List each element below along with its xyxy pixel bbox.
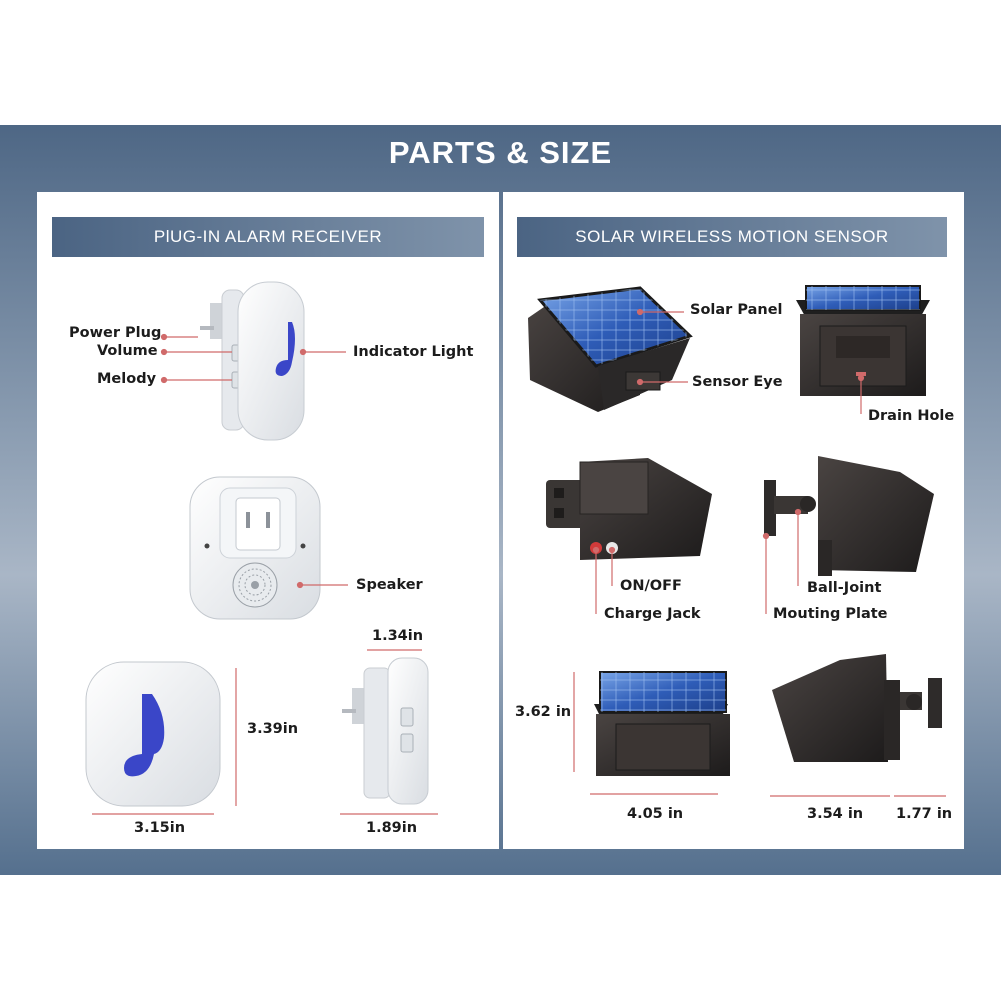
receiver-back-view (189, 476, 321, 620)
receiver-depth-dim: 1.89in (366, 820, 418, 836)
speaker-label: Speaker (356, 577, 423, 593)
sensor-height-dim: 3.62 in (515, 704, 572, 720)
speaker-grille-icon (232, 562, 278, 608)
drain-hole-label: Drain Hole (868, 408, 955, 424)
callout-lines (92, 308, 946, 815)
bracket-depth-dim: 1.77 in (896, 806, 953, 822)
music-note-icon (124, 694, 165, 777)
sensor-angled-view (528, 286, 693, 412)
sensor-dim-side (772, 654, 942, 762)
receiver-width-dim: 3.15in (134, 820, 186, 836)
volume-label: Volume (97, 343, 158, 359)
solar-panel-label: Solar Panel (690, 302, 783, 318)
melody-label: Melody (97, 371, 157, 387)
receiver-height-dim: 3.39in (247, 721, 299, 737)
mounting-plate-label: Mouting Plate (773, 606, 888, 622)
receiver-side-view (200, 281, 305, 441)
sensor-heading: SOLAR WIRELESS MOTION SENSOR (517, 217, 947, 257)
indicator-light-label: Indicator Light (353, 344, 474, 360)
receiver-heading: PlUG-IN ALARM RECEIVER (52, 217, 484, 257)
sensor-front-view (796, 285, 930, 396)
ball-joint-label: Ball-Joint (807, 580, 882, 596)
power-plug-label: Power Plug (69, 325, 162, 341)
charge-jack-label: Charge Jack (604, 606, 701, 622)
sensor-width-dim: 4.05 in (627, 806, 684, 822)
on-off-label: ON/OFF (620, 578, 682, 594)
sensor-eye-label: Sensor Eye (692, 374, 783, 390)
sensor-dim-front (594, 671, 730, 776)
page-title: PARTS & SIZE (388, 135, 613, 170)
receiver-top-depth-dim: 1.34in (372, 628, 424, 644)
receiver-front-view (85, 661, 221, 807)
music-note-icon (275, 322, 295, 376)
receiver-side-dim-view (342, 657, 429, 805)
sensor-depth-dim: 3.54 in (807, 806, 864, 822)
sensor-side-view (764, 456, 934, 576)
sensor-back-view (546, 458, 712, 560)
